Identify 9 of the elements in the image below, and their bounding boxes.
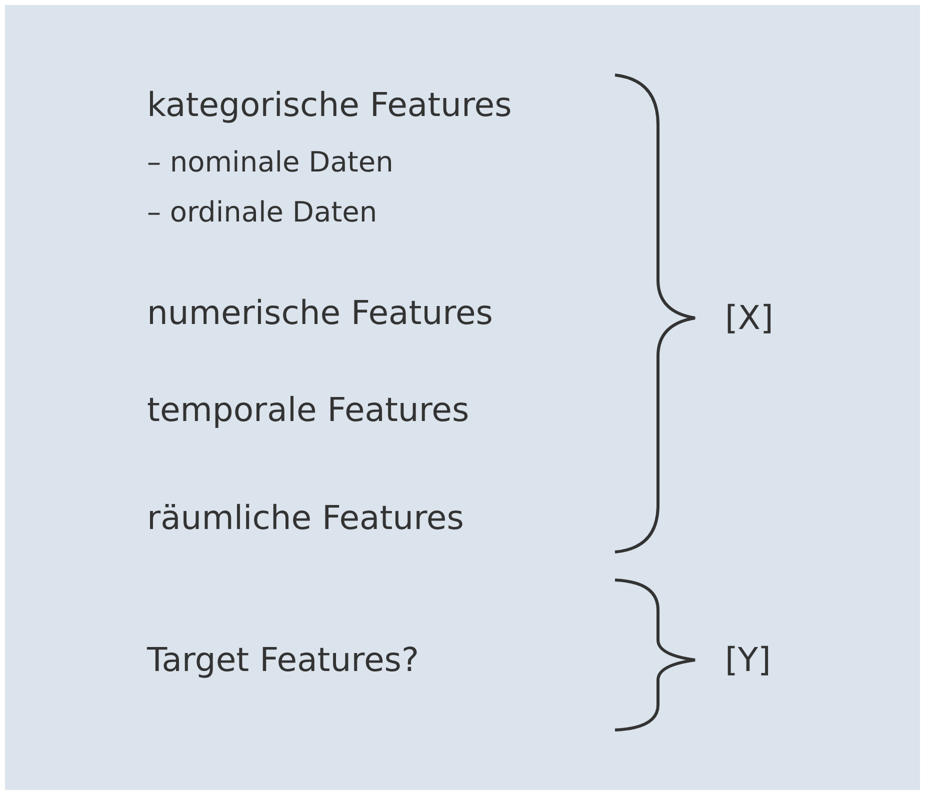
category-heading: Target Features?	[147, 642, 419, 678]
category-heading: temporale Features	[147, 392, 470, 428]
category-heading: räumliche Features	[147, 500, 464, 536]
list-item: – nominale Daten	[147, 148, 394, 178]
category-heading: numerische Features	[147, 294, 493, 332]
category-heading: kategorische Features	[147, 86, 512, 124]
variable-symbol: [Y]	[725, 642, 771, 678]
variable-symbol: [X]	[725, 300, 774, 336]
list-item: – ordinale Daten	[147, 198, 378, 228]
